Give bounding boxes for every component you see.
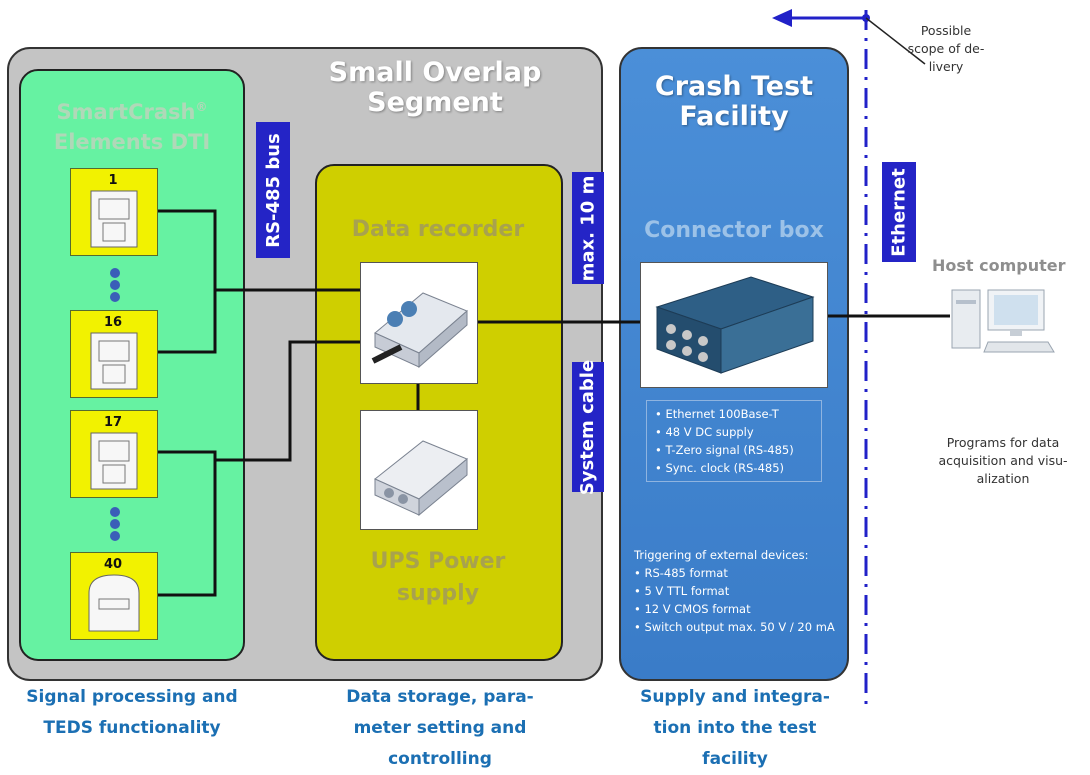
element-16-number: 16 [103,315,123,330]
triggering-item: RS-485 format [634,564,846,582]
element-1: 1 [71,169,155,253]
triggering-item: Switch output max. 50 V / 20 mA [634,618,846,636]
triggering-item: 5 V TTL format [634,582,846,600]
ellipsis-dot-icon [110,268,120,278]
ups-title-line1: UPS Power [370,549,506,574]
data-recorder-icon [371,292,468,369]
element-1-number: 1 [108,173,118,188]
small-overlap-title-line2: Segment [367,87,503,118]
connector-feature-item: 48 V DC supply [655,423,813,441]
supply-caption: Supply and integra- tion into the test f… [628,682,842,775]
host-caption: Programs for data acquisition and visu- … [928,434,1078,488]
ups-title-line2: supply [396,581,480,606]
smartcrash-title-line1: SmartCrash® [56,100,208,124]
crash-test-title-line1: Crash Test [654,71,814,102]
system-cable-label: System cable [572,359,604,495]
connector-box-icon [655,276,815,374]
ups-icon [374,440,468,517]
storage-caption: Data storage, para- meter setting and co… [330,682,550,775]
element-wires [155,209,360,597]
storage-caption-line2: meter setting and [353,718,527,738]
ellipsis-dot-icon [110,280,120,290]
triggering-item: 12 V CMOS format [634,600,846,618]
element-module-icon [88,574,140,632]
smartcrash-title-line2: Elements DTI [53,130,211,154]
ups-photo [360,410,478,530]
crash-test-title-line2: Facility [679,101,789,132]
ethernet-label: Ethernet [882,162,916,262]
element-40-frame: 40 [70,552,158,640]
small-overlap-title-line1: Small Overlap [328,57,542,88]
scope-label-line3: livery [928,59,964,74]
connector-box-photo [640,262,828,388]
scope-label: Possible scope of de- livery [898,22,994,76]
crash-test-title: Crash Test Facility [625,72,843,132]
scope-label-line2: scope of de- [907,41,985,56]
host-computer-icon [951,289,1055,353]
element-module-icon [90,432,138,490]
connector-box-title: Connector box [644,218,824,243]
supply-caption-line2: tion into the test [653,718,817,738]
connector-feature-item: T-Zero signal (RS-485) [655,441,813,459]
element-module-icon [90,190,138,248]
scope-label-line1: Possible [920,23,972,38]
connector-feature-item: Ethernet 100Base-T [655,405,813,423]
host-computer-title: Host computer [932,256,1066,275]
rs485-bus-label: RS-485 bus [256,122,290,258]
host-caption-line3: alization [976,471,1030,486]
supply-caption-line3: facility [702,749,768,769]
signal-caption-line1: Signal processing and [26,687,238,707]
storage-caption-line3: controlling [388,749,492,769]
element-1-frame: 1 [70,168,158,256]
ups-title: UPS Power supply [320,546,556,610]
element-17-number: 17 [103,415,123,430]
data-recorder-title: Data recorder [351,217,525,242]
connector-features-box: Ethernet 100Base-T 48 V DC supply T-Zero… [646,400,822,482]
signal-caption: Signal processing and TEDS functionality [12,682,252,744]
element-16-frame: 16 [70,310,158,398]
ellipsis-dot-icon [110,519,120,529]
ellipsis-dot-icon [110,531,120,541]
small-overlap-title: Small Overlap Segment [300,58,570,118]
triggering-list: Triggering of external devices: RS-485 f… [634,546,846,636]
data-recorder-photo [360,262,478,384]
scope-leader-line [865,17,926,65]
connector-feature-item: Sync. clock (RS-485) [655,459,813,477]
host-caption-line1: Programs for data [946,435,1060,450]
element-17-frame: 17 [70,410,158,498]
element-40-number: 40 [103,557,123,572]
element-module-icon [90,332,138,390]
supply-caption-line1: Supply and integra- [640,687,830,707]
storage-caption-line1: Data storage, para- [346,687,534,707]
max-length-label: max. 10 m [572,172,604,284]
smartcrash-title: SmartCrash® Elements DTI [24,92,240,157]
host-caption-line2: acquisition and visu- [938,453,1068,468]
ellipsis-dot-icon [110,292,120,302]
ellipsis-dot-icon [110,507,120,517]
signal-caption-line2: TEDS functionality [43,718,221,738]
scope-arrow-head [772,9,792,27]
triggering-heading: Triggering of external devices: [634,548,809,562]
